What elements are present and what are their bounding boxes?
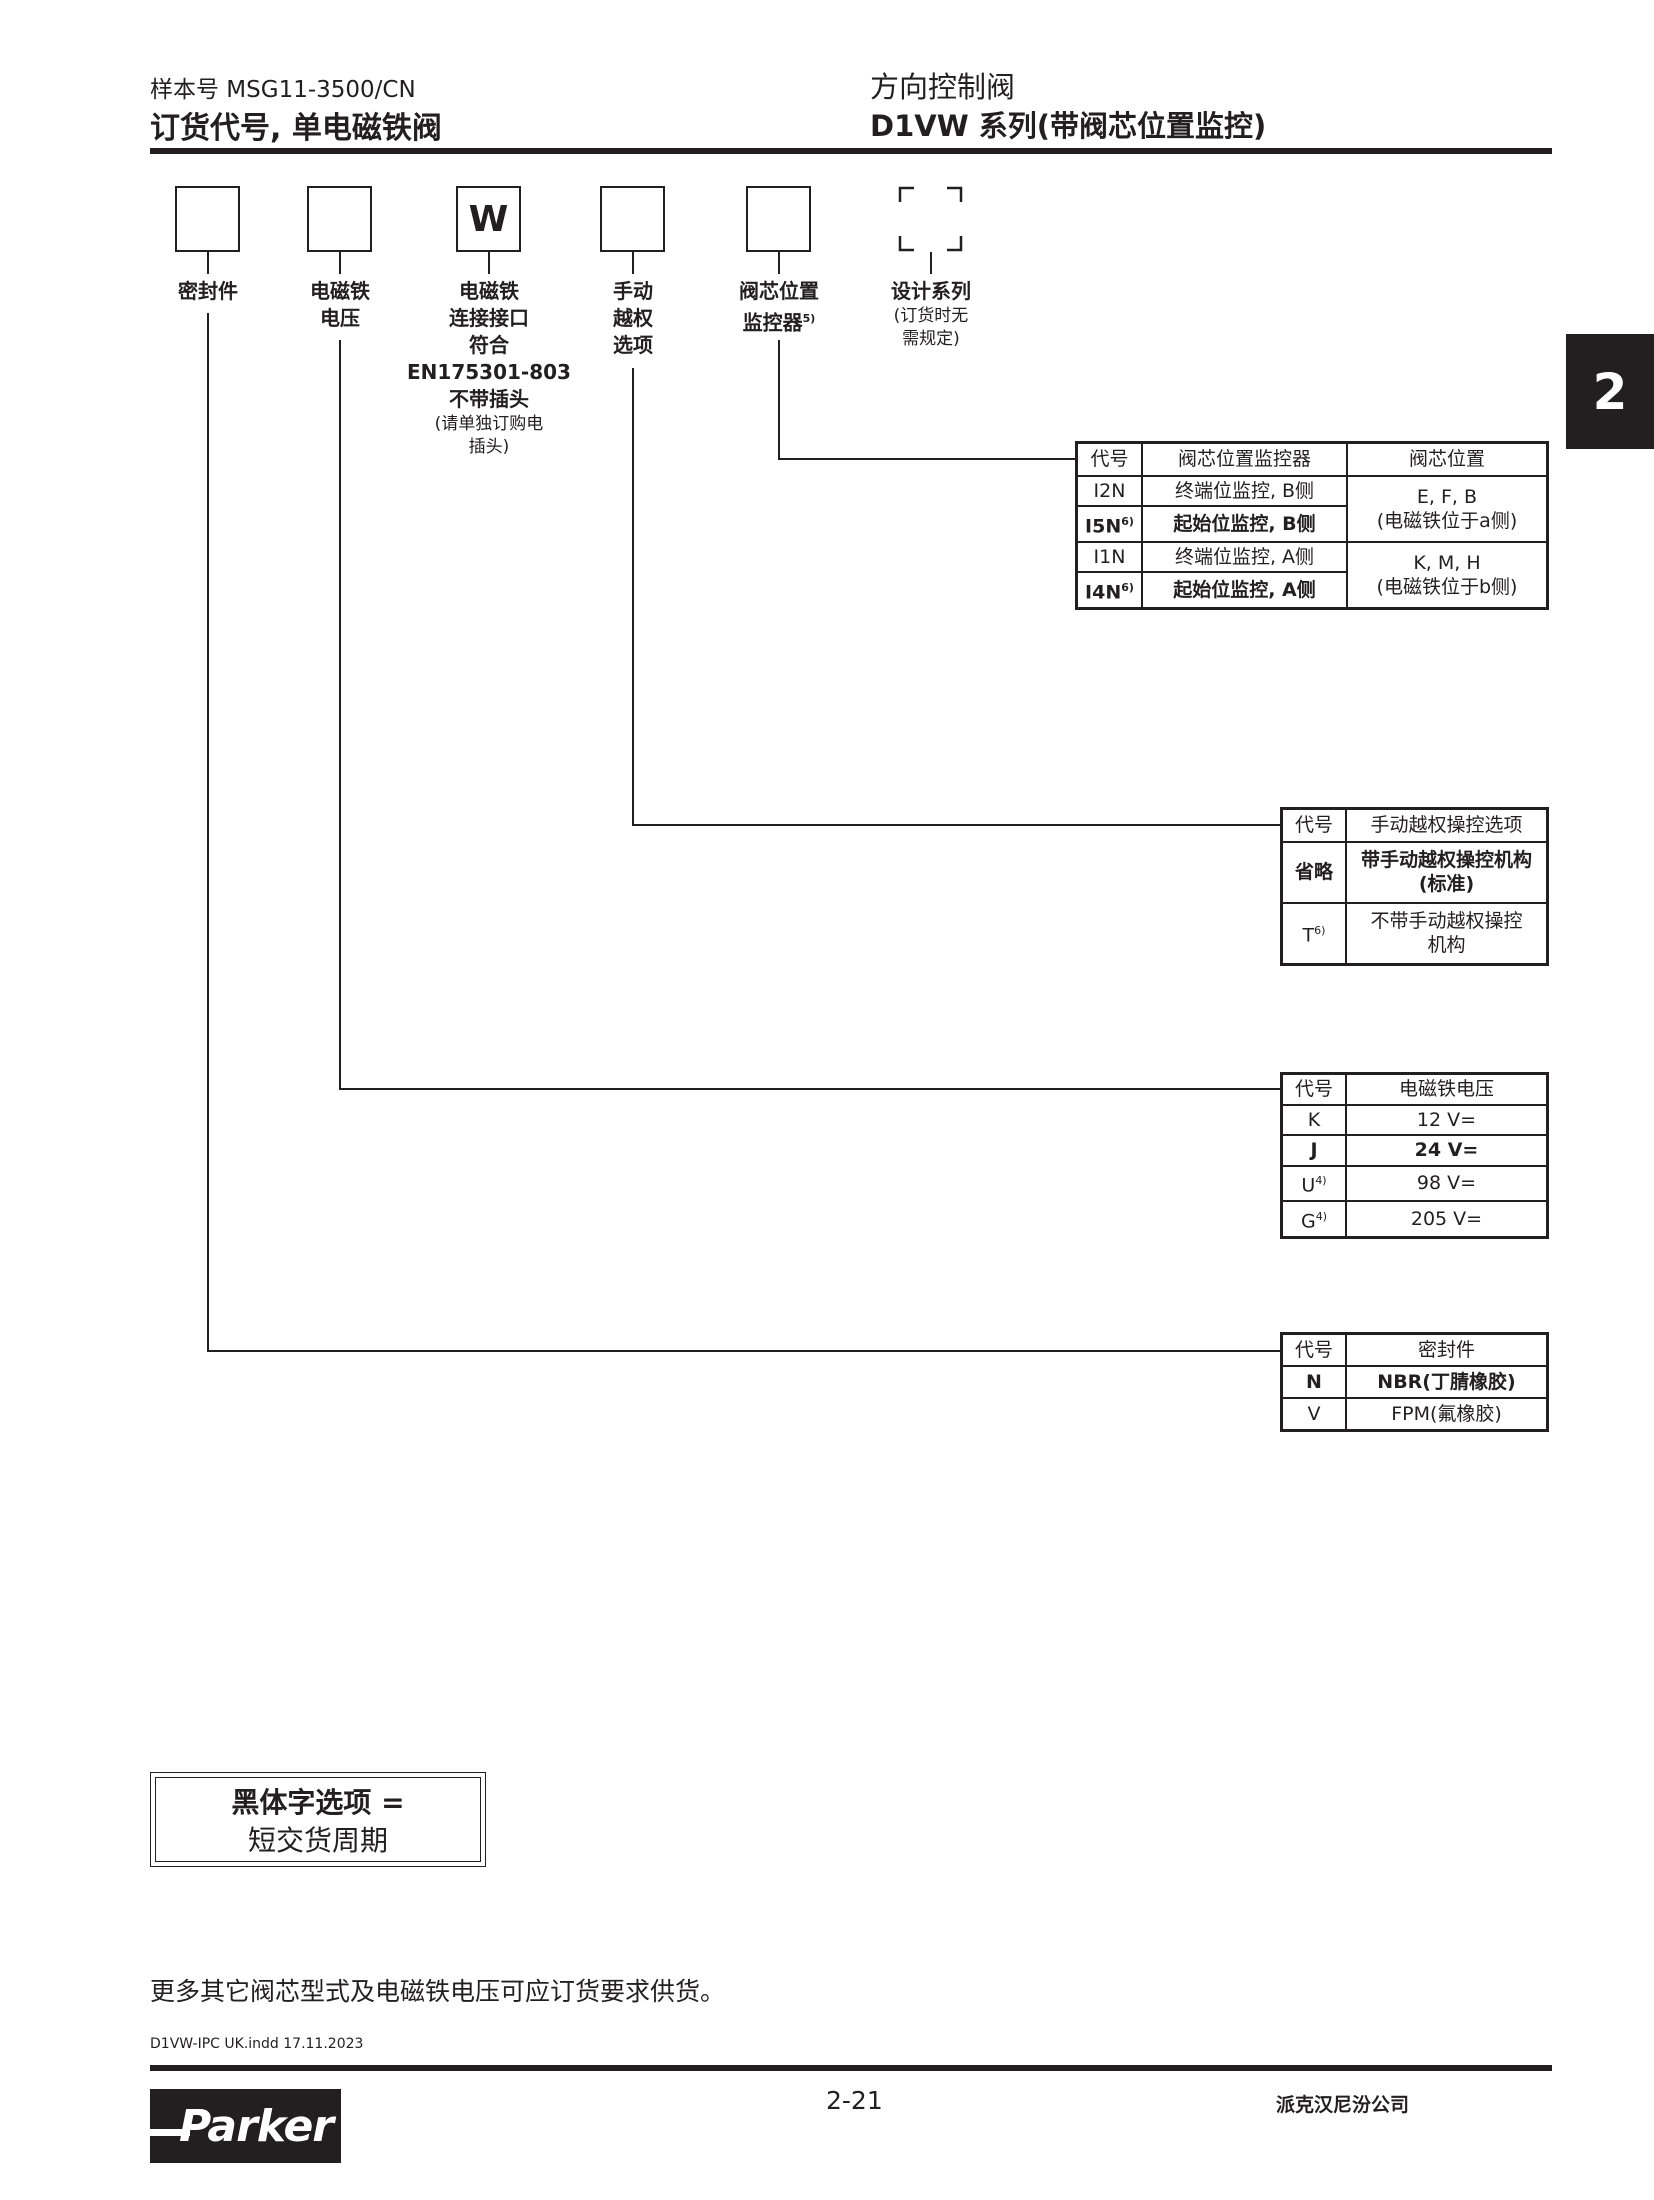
seal-code-box bbox=[175, 186, 240, 252]
spool-cell: E, F, B(电磁铁位于a侧) bbox=[1346, 474, 1549, 543]
voltage-leader bbox=[339, 340, 341, 1089]
connector-line bbox=[778, 252, 780, 274]
connector-line bbox=[930, 252, 932, 274]
table-row: I1N 终端位监控, A侧 K, M, H(电磁铁位于b侧) bbox=[1075, 540, 1549, 610]
voltage-label: 电磁铁电压 bbox=[310, 279, 370, 330]
table-row: U4)98 V= bbox=[1280, 1164, 1549, 1203]
monitor-label: 阀芯位置监控器5) bbox=[739, 279, 819, 335]
col-header: 阀芯位置 bbox=[1346, 441, 1549, 477]
connector-line bbox=[339, 252, 341, 274]
monitor-code-box bbox=[746, 186, 811, 252]
seal-label: 密封件 bbox=[178, 279, 238, 303]
page-title: 订货代号, 单电磁铁阀 bbox=[150, 111, 442, 146]
connector-line bbox=[488, 252, 490, 274]
design-series-label: 设计系列 (订货时无 需规定) bbox=[891, 279, 971, 349]
footer-rule bbox=[150, 2065, 1552, 2071]
availability-note: 更多其它阀芯型式及电磁铁电压可应订货要求供货。 bbox=[150, 1977, 726, 2006]
connector-line bbox=[207, 252, 209, 274]
table-row: I2N 终端位监控, B侧 E, F, B(电磁铁位于a侧) bbox=[1075, 474, 1549, 543]
manual-override-code-box bbox=[600, 186, 665, 252]
section-subtitle: 方向控制阀 bbox=[870, 70, 1016, 104]
manual-leader bbox=[632, 824, 1280, 826]
file-info: D1VW-IPC UK.indd 17.11.2023 bbox=[150, 2036, 364, 2052]
seal-leader bbox=[207, 313, 209, 1351]
page-number: 2-21 bbox=[826, 2086, 883, 2115]
parker-logo: Parker bbox=[150, 2089, 341, 2163]
col-header: 阀芯位置监控器 bbox=[1141, 441, 1348, 477]
legend-line1: 黑体字选项 = bbox=[231, 1786, 405, 1819]
monitor-leader bbox=[778, 340, 780, 459]
company-name: 派克汉尼汾公司 bbox=[1276, 2094, 1410, 2116]
manual-leader bbox=[632, 368, 634, 825]
section-tab: 2 bbox=[1566, 334, 1654, 449]
connector-line bbox=[632, 252, 634, 274]
monitor-leader bbox=[778, 458, 1075, 460]
col-header: 代号 bbox=[1280, 807, 1347, 843]
voltage-code-box bbox=[307, 186, 372, 252]
connector-label: 电磁铁 连接接口 符合 EN175301-803 不带插头 (请单独订购电 插头… bbox=[407, 279, 571, 457]
connector-code-box: W bbox=[456, 186, 521, 252]
bold-legend-box: 黑体字选项 = 短交货周期 bbox=[150, 1772, 486, 1867]
spool-cell: K, M, H(电磁铁位于b侧) bbox=[1346, 540, 1549, 610]
table-row: G4)205 V= bbox=[1280, 1200, 1549, 1239]
col-header: 代号 bbox=[1075, 441, 1143, 477]
table-row: 省略 带手动越权操控机构(标准) bbox=[1280, 840, 1549, 904]
col-header: 密封件 bbox=[1345, 1332, 1549, 1368]
table-row: I4N6) 起始位监控, A侧 bbox=[1075, 571, 1548, 610]
seal-leader bbox=[207, 1350, 1280, 1352]
series-title: D1VW 系列(带阀芯位置监控) bbox=[870, 109, 1267, 143]
col-header: 手动越权操控选项 bbox=[1345, 807, 1549, 843]
col-header: 代号 bbox=[1280, 1332, 1347, 1368]
col-header: 电磁铁电压 bbox=[1345, 1072, 1549, 1106]
header-rule bbox=[150, 148, 1552, 154]
table-row: I5N6) 起始位监控, B侧 bbox=[1075, 505, 1548, 543]
manual-override-label: 手动越权选项 bbox=[613, 279, 653, 357]
catalog-number: 样本号 MSG11-3500/CN bbox=[150, 77, 416, 103]
table-row: T6) 不带手动越权操控机构 bbox=[1280, 901, 1549, 966]
legend-line2: 短交货周期 bbox=[247, 1824, 388, 1857]
design-series-bracket bbox=[898, 186, 963, 252]
voltage-leader bbox=[339, 1088, 1280, 1090]
col-header: 代号 bbox=[1280, 1072, 1347, 1106]
manual-override-table: 代号 手动越权操控选项 省略 带手动越权操控机构(标准) T6) 不带手动越权操… bbox=[1280, 807, 1549, 966]
monitor-options-table: 代号 阀芯位置监控器 阀芯位置 I2N 终端位监控, B侧 E, F, B(电磁… bbox=[1075, 441, 1549, 610]
